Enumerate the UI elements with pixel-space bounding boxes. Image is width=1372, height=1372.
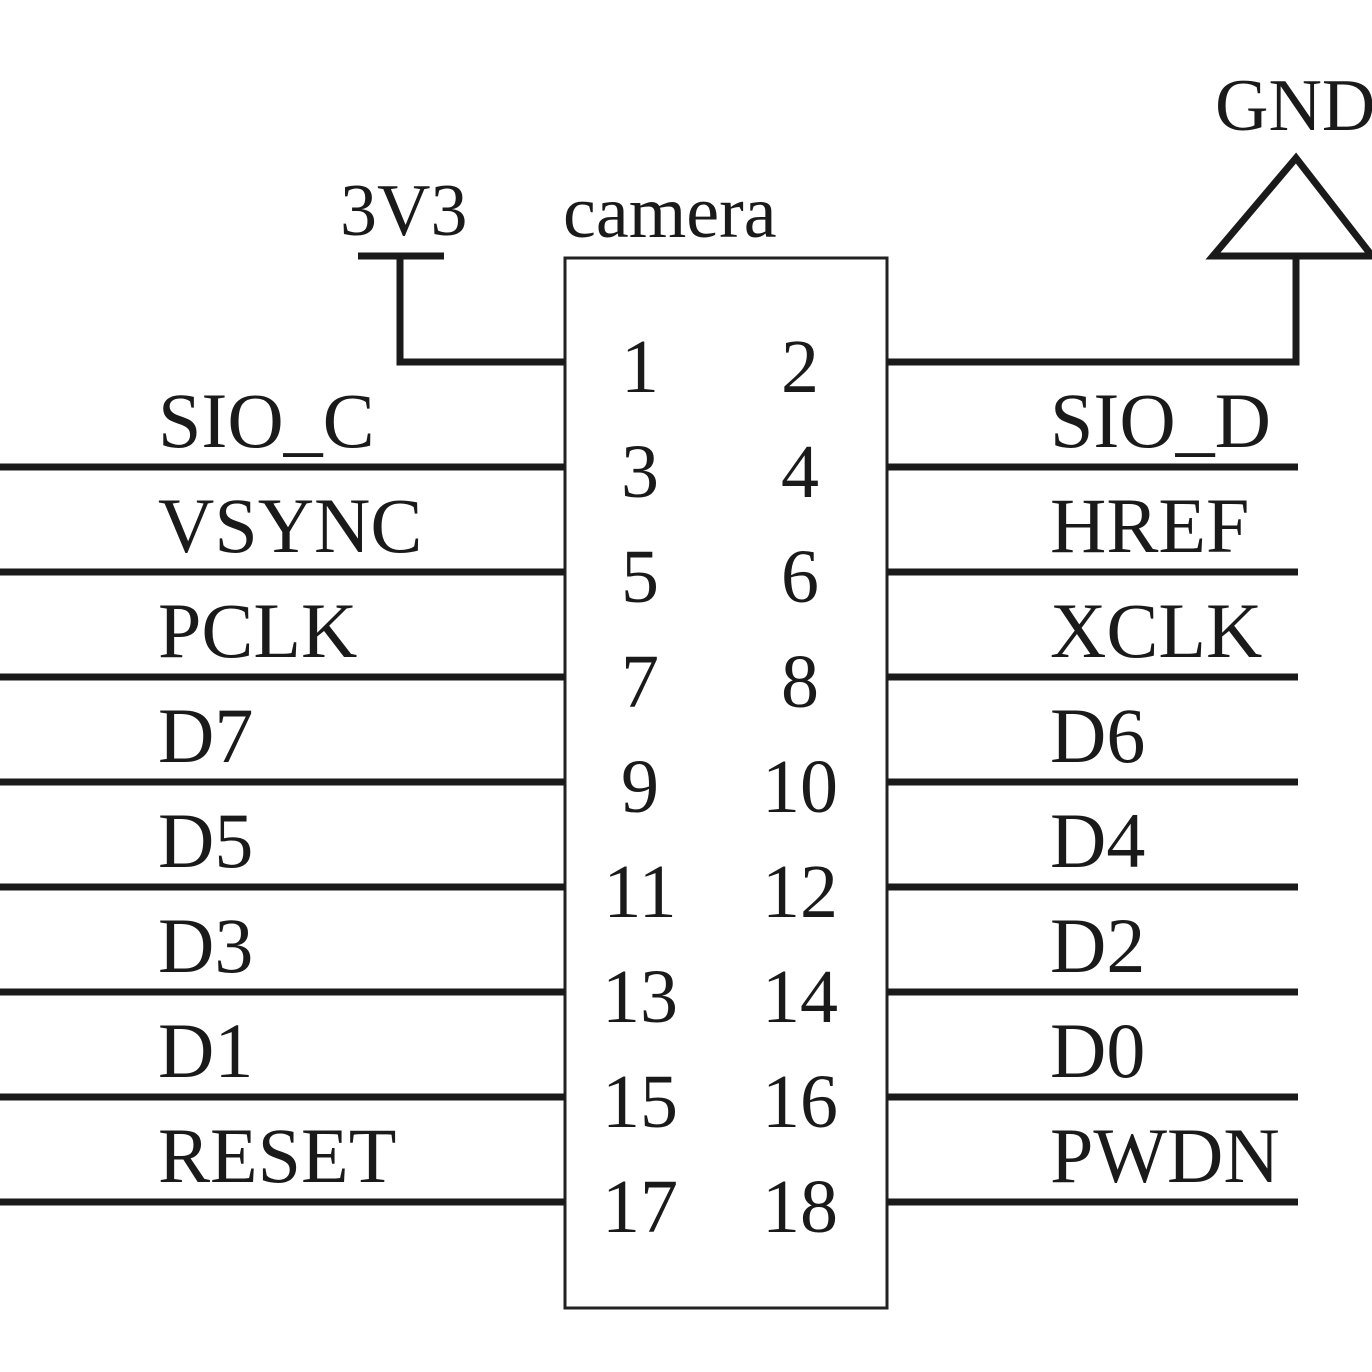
signal-label-pclk: PCLK [158, 587, 357, 674]
component-name: camera [563, 172, 777, 254]
pin-number-11: 11 [603, 850, 676, 934]
signal-label-href: HREF [1050, 482, 1249, 569]
pin-number-14: 14 [762, 955, 838, 1039]
pin-number-5: 5 [621, 535, 659, 619]
signal-label-pwdn: PWDN [1050, 1112, 1280, 1199]
pin-number-18: 18 [762, 1165, 838, 1249]
supply-label: 3V3 [340, 170, 467, 252]
connector-body [563, 256, 889, 1310]
ground-symbol: GND [887, 65, 1372, 366]
ground-label: GND [1215, 65, 1372, 147]
ground-triangle [1205, 152, 1372, 260]
signal-label-sio-c: SIO_C [158, 377, 375, 464]
pin-number-7: 7 [621, 640, 659, 724]
pin-number-13: 13 [602, 955, 678, 1039]
ground-wire [887, 256, 1300, 366]
pin-number-10: 10 [762, 745, 838, 829]
pin-number-4: 4 [781, 430, 819, 514]
pin-number-2: 2 [781, 325, 819, 409]
signal-label-d0: D0 [1050, 1007, 1145, 1094]
pin-number-15: 15 [602, 1060, 678, 1144]
signal-label-d6: D6 [1050, 692, 1145, 779]
signal-label-d1: D1 [158, 1007, 253, 1094]
signal-label-d4: D4 [1050, 797, 1145, 884]
pin-number-8: 8 [781, 640, 819, 724]
pin-number-16: 16 [762, 1060, 838, 1144]
signal-label-vsync: VSYNC [158, 482, 422, 569]
signal-label-d5: D5 [158, 797, 253, 884]
pin-number-6: 6 [781, 535, 819, 619]
signal-label-d2: D2 [1050, 902, 1145, 989]
pin-number-9: 9 [621, 745, 659, 829]
signal-label-d3: D3 [158, 902, 253, 989]
supply-3v3-symbol: 3V3 [340, 170, 565, 366]
pin-number-1: 1 [621, 325, 659, 409]
supply-wire [396, 256, 565, 366]
signal-label-sio-d: SIO_D [1050, 377, 1271, 464]
pin-number-12: 12 [762, 850, 838, 934]
signal-label-xclk: XCLK [1050, 587, 1262, 674]
signal-label-reset: RESET [158, 1112, 396, 1199]
signal-label-d7: D7 [158, 692, 253, 779]
pin-number-17: 17 [602, 1165, 678, 1249]
pin-number-3: 3 [621, 430, 659, 514]
